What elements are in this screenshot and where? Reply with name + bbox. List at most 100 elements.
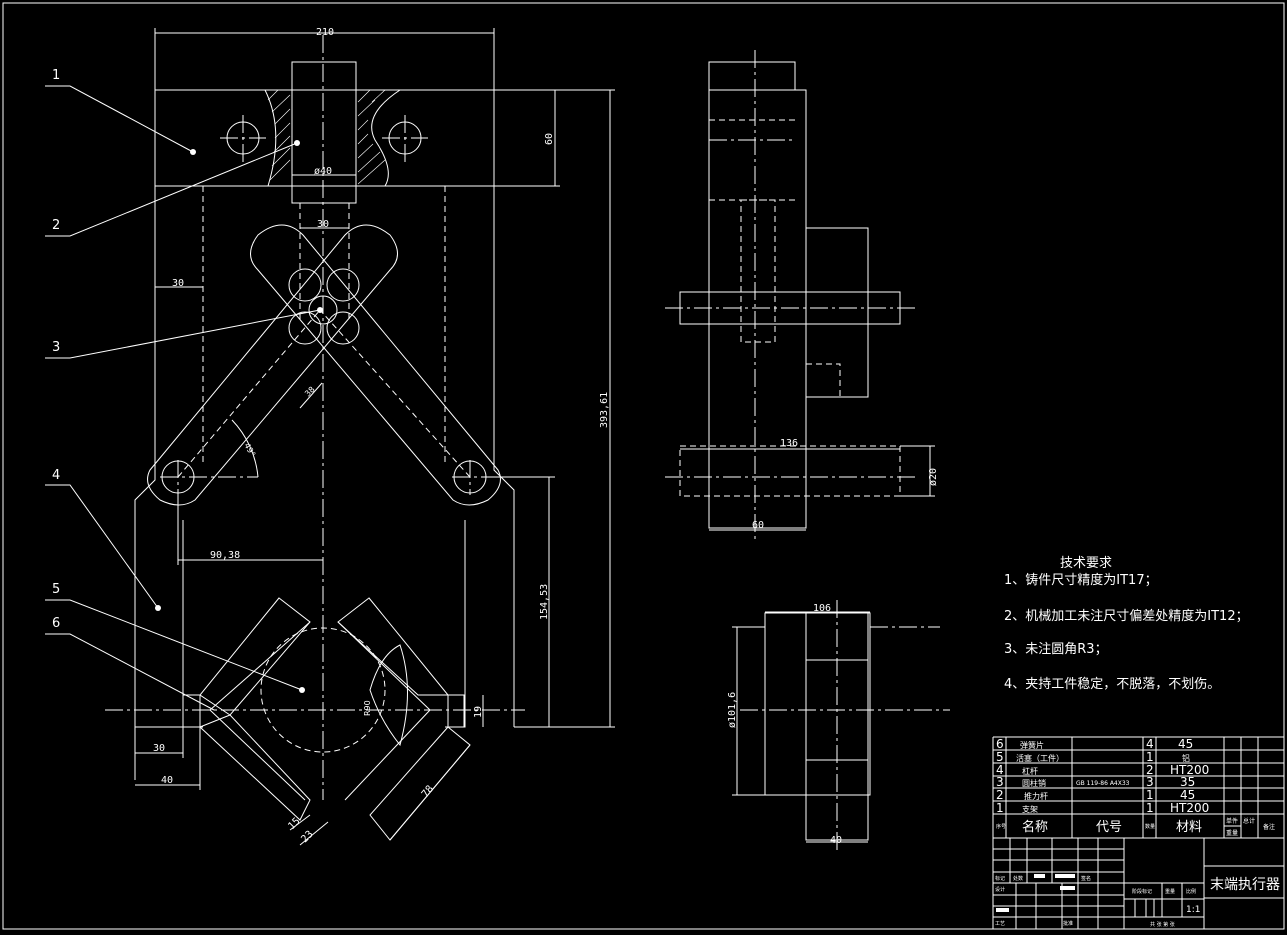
dim-plate-height: 60 bbox=[544, 133, 555, 145]
dim-pin-length: 136 bbox=[780, 438, 798, 449]
part-qty: 1 bbox=[1146, 788, 1154, 802]
label-stage-mark: 阶段标记 bbox=[1132, 888, 1152, 895]
part-qty: 1 bbox=[1146, 750, 1154, 764]
header-name: 名称 bbox=[1022, 819, 1048, 835]
dim-jaw-length: 78 bbox=[420, 784, 436, 800]
part-material: HT200 bbox=[1170, 801, 1209, 815]
part-material: 铝 bbox=[1182, 753, 1190, 763]
part-qty: 1 bbox=[1146, 801, 1154, 815]
label-approve: 批准 bbox=[1063, 920, 1073, 927]
dim-side-wall: 30 bbox=[172, 278, 184, 289]
tech-req-item: 1、铸件尺寸精度为IT17； bbox=[1004, 572, 1158, 588]
part-material: 45 bbox=[1178, 737, 1193, 751]
dimension-lines bbox=[135, 28, 615, 846]
scale-value: 1:1 bbox=[1186, 905, 1200, 915]
balloon-6: 6 bbox=[52, 616, 60, 631]
part-code: GB 119-86 A4X33 bbox=[1076, 780, 1130, 787]
part-qty: 2 bbox=[1146, 763, 1154, 777]
header-no: 序号 bbox=[996, 823, 1006, 830]
label-scale: 比例 bbox=[1186, 888, 1196, 895]
tech-req-item: 2、机械加工未注尺寸偏差处精度为IT12； bbox=[1004, 608, 1249, 624]
header-remarks: 备注 bbox=[1263, 823, 1275, 831]
balloon-2: 2 bbox=[52, 218, 60, 233]
dim-rod-dia: ø40 bbox=[314, 166, 332, 177]
part-no: 5 bbox=[996, 750, 1004, 764]
dim-width-total: 210 bbox=[316, 27, 334, 38]
header-qty: 数量 bbox=[1145, 823, 1155, 830]
part-leaders bbox=[45, 85, 323, 711]
parts-row-6: 6 弹簧片 4 45 bbox=[996, 737, 1193, 751]
label-design: 设计 bbox=[995, 886, 1005, 893]
parts-list: 6 弹簧片 4 45 5 活塞（工件） 1 铝 4 杠杆 2 HT200 3 圆… bbox=[992, 736, 1284, 929]
label-mark: 标记 bbox=[995, 875, 1005, 882]
side-view: 136 ø20 60 106 ø101,6 40 bbox=[665, 50, 950, 850]
label-process: 工艺 bbox=[995, 921, 1005, 927]
parts-header: 序号 名称 代号 数量 材料 单件 总计 重量 备注 bbox=[996, 817, 1275, 837]
header-material: 材料 bbox=[1176, 820, 1202, 835]
section-hatch bbox=[264, 89, 402, 187]
dim-pivot-offset: 90,38 bbox=[210, 550, 240, 561]
balloon-3: 3 bbox=[52, 340, 60, 355]
tech-requirements: 技术要求 1、铸件尺寸精度为IT17； 2、机械加工未注尺寸偏差处精度为IT12… bbox=[1004, 556, 1249, 692]
part-material: 35 bbox=[1180, 775, 1195, 789]
part-no: 2 bbox=[996, 788, 1004, 802]
parts-row-1: 1 支架 1 HT200 bbox=[996, 801, 1209, 815]
dim-jaw-tab: 19 bbox=[473, 706, 484, 718]
part-name: 弹簧片 bbox=[1020, 740, 1044, 750]
tech-req-item: 3、未注圆角R3； bbox=[1004, 642, 1108, 657]
part-name: 活塞（工件） bbox=[1016, 753, 1064, 763]
title-block: 标记 处数 签名 设计 工艺 批准 阶段标记 重量 比例 1:1 共 张 第 张… bbox=[993, 737, 1285, 930]
side-dimension-lines bbox=[680, 445, 935, 843]
part-qty: 3 bbox=[1146, 775, 1154, 789]
push-rod bbox=[291, 61, 357, 204]
part-name: 圆柱销 bbox=[1022, 778, 1046, 788]
jaws bbox=[182, 597, 471, 841]
dim-foot-inner: 30 bbox=[153, 743, 165, 754]
parts-row-5: 5 活塞（工件） 1 铝 bbox=[996, 750, 1190, 764]
parts-row-3: 3 圆柱销 GB 119-86 A4X33 3 35 bbox=[996, 775, 1195, 789]
label-count: 处数 bbox=[1013, 875, 1023, 882]
header-code: 代号 bbox=[1096, 820, 1122, 835]
part-name: 杠杆 bbox=[1022, 766, 1038, 776]
dim-block-width: 106 bbox=[813, 603, 831, 614]
dim-column-width: 60 bbox=[752, 520, 764, 531]
front-view: 210 60 ø40 30 30 393,61 38 49° 90,38 154… bbox=[45, 27, 615, 846]
part-name: 推力杆 bbox=[1024, 791, 1048, 801]
dim-circle-note: R90 bbox=[363, 700, 372, 716]
part-no: 4 bbox=[996, 763, 1004, 777]
tech-req-item: 4、夹持工件稳定，不脱落，不划伤。 bbox=[1004, 676, 1220, 692]
part-material: HT200 bbox=[1170, 763, 1209, 777]
drawing-title: 末端执行器 bbox=[1210, 877, 1280, 893]
side-column bbox=[708, 89, 807, 529]
header-unit-weight: 单件 bbox=[1226, 817, 1238, 825]
part-no: 3 bbox=[996, 775, 1004, 789]
dim-jaw-thick-inner: 15 bbox=[286, 816, 302, 832]
dim-jaw-thick-outer: 23 bbox=[299, 829, 315, 845]
dim-overall-height: 393,61 bbox=[599, 392, 610, 428]
dim-rod-width: 30 bbox=[317, 219, 329, 230]
header-total-weight: 总计 bbox=[1243, 817, 1255, 825]
dim-block-dia: ø101,6 bbox=[727, 692, 738, 728]
side-pin-lower bbox=[679, 445, 901, 497]
part-no: 1 bbox=[996, 801, 1004, 815]
label-sheets: 共 张 第 张 bbox=[1150, 921, 1175, 928]
balloon-4: 4 bbox=[52, 468, 60, 483]
tech-req-title: 技术要求 bbox=[1060, 556, 1112, 571]
balloon-1: 1 bbox=[52, 68, 60, 83]
workpiece-circle bbox=[260, 627, 386, 753]
dim-pin-dia: ø20 bbox=[928, 468, 939, 486]
dim-arm-angle: 49° bbox=[242, 442, 257, 459]
part-qty: 4 bbox=[1146, 737, 1154, 751]
part-no: 6 bbox=[996, 737, 1004, 751]
parts-row-4: 4 杠杆 2 HT200 bbox=[996, 763, 1209, 777]
parts-row-2: 2 推力杆 1 45 bbox=[996, 788, 1195, 802]
dim-arm-width: 38 bbox=[303, 385, 317, 399]
header-weight: 重量 bbox=[1226, 829, 1238, 837]
lever-arms bbox=[147, 224, 501, 506]
dim-lower-height: 154,53 bbox=[539, 584, 550, 620]
label-weight: 重量 bbox=[1165, 888, 1175, 895]
dim-foot-outer: 40 bbox=[161, 775, 173, 786]
label-sign: 签名 bbox=[1081, 875, 1091, 882]
